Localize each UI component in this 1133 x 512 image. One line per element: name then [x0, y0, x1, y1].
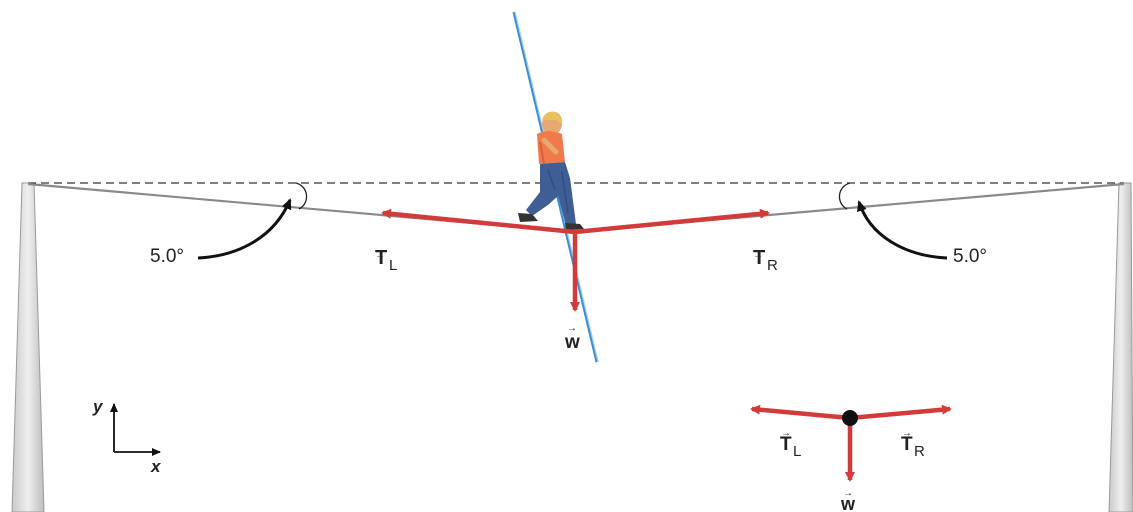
svg-text:→: → [753, 250, 763, 261]
y-axis-label: y [92, 397, 104, 416]
svg-text:L: L [793, 443, 801, 460]
free-body-diagram: → T L → T R → w [750, 404, 952, 512]
tension-right-arrow [574, 208, 770, 235]
svg-text:→: → [902, 428, 912, 439]
weight-label: → w [564, 323, 580, 353]
fbd-tension-left-arrow [750, 404, 851, 421]
right-post [1108, 182, 1133, 512]
right-angle-pointer [857, 200, 948, 260]
svg-text:L: L [389, 257, 397, 274]
fbd-tension-right-label: → T R [901, 428, 925, 460]
left-angle-label: 5.0° [150, 246, 184, 267]
tension-left-label: → T L [375, 247, 397, 274]
svg-text:→: → [375, 250, 385, 261]
coordinate-axes: y x [92, 397, 162, 476]
fbd-tension-left-label: → T L [780, 428, 801, 460]
x-axis-label: x [150, 457, 162, 476]
svg-text:T: T [753, 247, 765, 269]
tension-right-label: → T R [753, 247, 778, 274]
tension-left-arrow [381, 208, 576, 235]
force-arrows [381, 208, 770, 312]
svg-text:→: → [567, 323, 577, 334]
svg-text:→: → [843, 488, 853, 499]
svg-text:w: w [840, 494, 856, 512]
svg-text:T: T [375, 247, 387, 269]
right-angle-label: 5.0° [953, 246, 987, 267]
fbd-tension-right-arrow [849, 404, 952, 421]
fbd-point-mass [842, 410, 858, 426]
fbd-weight-label: → w [840, 488, 856, 512]
tightrope-walker [518, 111, 584, 230]
svg-text:→: → [781, 428, 791, 439]
svg-text:w: w [564, 332, 580, 353]
left-angle-pointer [197, 198, 292, 260]
svg-text:T: T [780, 434, 792, 455]
left-post [11, 182, 45, 512]
svg-text:T: T [901, 434, 913, 455]
right-angle-arc [838, 182, 851, 210]
left-angle-arc [295, 182, 308, 210]
svg-text:R: R [914, 443, 925, 460]
svg-text:R: R [767, 257, 778, 274]
